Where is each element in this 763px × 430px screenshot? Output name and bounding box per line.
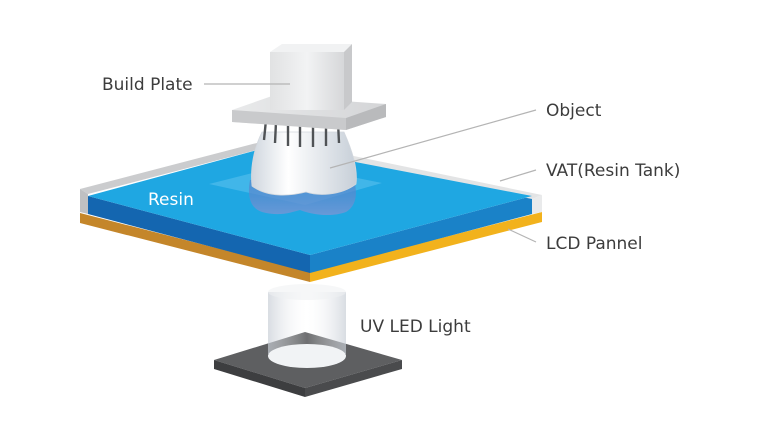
lcd-panel-front-face <box>310 212 542 282</box>
build-plate-side <box>346 104 386 130</box>
light-beam-base <box>268 344 346 368</box>
uv-led-light <box>214 284 402 397</box>
build-plate-column-side <box>344 44 352 110</box>
led-base-right <box>305 360 402 397</box>
object-label: Object <box>546 101 602 121</box>
vat-front-left-wall <box>80 189 88 214</box>
build-plate-column-top <box>270 44 352 52</box>
resin-left-face <box>88 196 310 273</box>
vat-label: VAT(Resin Tank) <box>546 161 680 181</box>
light-beam <box>268 292 346 354</box>
printed-object <box>248 131 357 216</box>
object-body <box>251 131 357 196</box>
lcd-panel-left-face <box>80 213 310 282</box>
leader-object <box>329 109 537 169</box>
vat-back-left-wall <box>80 139 272 194</box>
build-plate-label: Build Plate <box>102 75 193 95</box>
leader-vat <box>499 169 537 182</box>
resin-label: Resin <box>148 190 194 210</box>
light-beam-top <box>268 284 346 300</box>
uv-led-light-label: UV LED Light <box>360 317 471 337</box>
leader-lines <box>204 83 537 243</box>
leader-lcd <box>507 228 537 243</box>
lcd-panel-label: LCD Pannel <box>546 234 642 254</box>
led-base-left <box>214 360 305 397</box>
build-plate <box>232 44 386 130</box>
build-plate-column-front <box>270 52 344 110</box>
resin-front-face <box>310 196 532 273</box>
vat-front-right-wall <box>532 195 542 214</box>
build-plate-front <box>232 110 346 130</box>
